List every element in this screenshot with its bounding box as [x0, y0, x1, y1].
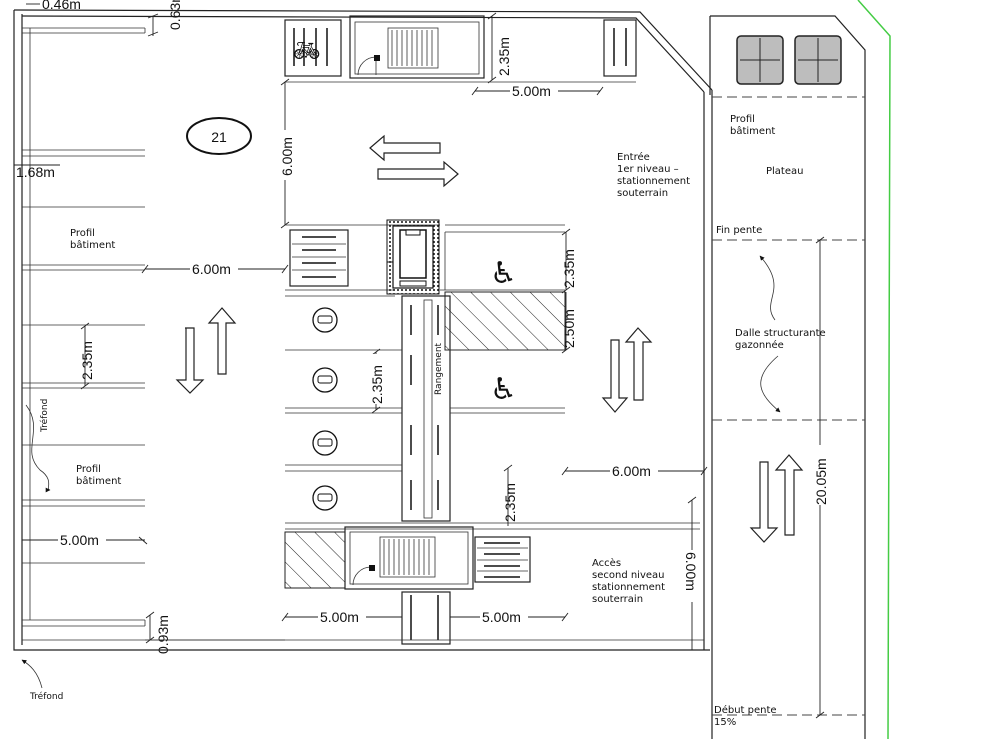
svg-text:gazonnée: gazonnée: [735, 339, 784, 351]
trefond-label-1: Tréfond: [39, 399, 50, 433]
ev-charger-icon: [312, 485, 338, 511]
dim-right-vertical: 6.00m: [683, 496, 700, 650]
dalle-label: Dalle structurante gazonnée: [735, 255, 826, 413]
dim-bottom-offset-label: 0.93m: [155, 615, 171, 654]
dim-stair-length: 5.00m: [471, 83, 604, 99]
ramp-zone: [712, 35, 865, 716]
wheelchair-icon: ♿︎: [490, 373, 517, 406]
dim-left-length: 5.00m: [22, 531, 148, 548]
fin-pente-label: Fin pente: [716, 225, 762, 236]
dim-bottom-bay-label: 2.35m: [502, 483, 518, 522]
ev-charger-icon: [312, 307, 338, 333]
ramp-traffic-arrows: [749, 454, 804, 543]
svg-text:Dalle structurante: Dalle structurante: [735, 328, 826, 339]
profil-label-2a: Profil: [76, 464, 101, 475]
top-traffic-arrows: [369, 134, 459, 188]
profil-label-3b: bâtiment: [730, 125, 775, 137]
dim-pmr-2: 2.50m: [561, 292, 577, 354]
dim-stair-width-label: 2.35m: [496, 37, 512, 76]
dim-top-left-label: 0.46m: [42, 0, 81, 12]
svg-text:Accès: Accès: [592, 557, 621, 569]
ev-charging-bays: [285, 307, 700, 530]
dim-left-bay: 2.35m: [79, 322, 95, 390]
acces-label: Accès second niveau stationnement souter…: [592, 557, 665, 605]
dim-right-vertical-label: 6.00m: [683, 552, 699, 591]
space-number: 21: [186, 117, 252, 155]
profil-label-1a: Profil: [70, 228, 95, 239]
profil-label-1b: bâtiment: [70, 239, 115, 251]
bike-icons-top: [293, 28, 627, 66]
dim-left-bay-label: 2.35m: [79, 341, 95, 380]
outer-walls: [13, 0, 891, 739]
dim-pmr-1-label: 2.35m: [561, 249, 577, 288]
trefond-bottom: Tréfond: [21, 659, 63, 702]
trefond-mid: Tréfond: [25, 399, 51, 493]
dim-left-width: 1.68m: [14, 164, 60, 180]
dim-right-aisle: 6.00m: [561, 463, 708, 479]
dim-left-length-label: 5.00m: [60, 532, 99, 548]
dim-pmr-2-label: 2.50m: [561, 309, 577, 348]
dim-right-aisle-label: 6.00m: [612, 463, 651, 479]
space-number-label: 21: [211, 129, 227, 145]
left-parking-bays: [22, 27, 146, 627]
rangement-label: Rangement: [434, 342, 444, 395]
svg-text:souterrain: souterrain: [592, 594, 643, 605]
entree-label: Entrée 1er niveau – stationnement souter…: [617, 151, 690, 199]
dim-ramp-length-label: 20.05m: [813, 458, 829, 505]
svg-text:souterrain: souterrain: [617, 188, 668, 199]
dim-stair-width: 2.35m: [487, 12, 512, 84]
storage-corridor: Rangement: [401, 295, 451, 640]
dim-bottom-offset: 0.93m: [145, 611, 171, 654]
pente-pct-label: 15%: [714, 717, 736, 728]
dim-center-left-aisle-label: 6.00m: [192, 261, 231, 277]
profil-label-2b: bâtiment: [76, 475, 121, 487]
bike-rack-center: [289, 229, 349, 287]
dim-bottom-left-length: 5.00m: [281, 609, 402, 625]
dim-top-offset: 0.63m: [147, 0, 183, 37]
dim-aisle-top: 6.00m: [278, 78, 295, 229]
dim-pmr-1: 2.35m: [561, 228, 577, 294]
pmr-bays: ♿︎ ♿︎: [440, 224, 566, 414]
dim-center-left-aisle: 6.00m: [141, 261, 289, 277]
dim-mid-bay: 2.35m: [368, 348, 385, 414]
trefond-label-2: Tréfond: [29, 691, 63, 702]
dim-top-left: 0.46m: [26, 0, 81, 12]
dim-ramp-length: 20.05m: [812, 236, 829, 719]
svg-text:stationnement: stationnement: [617, 176, 690, 187]
top-stair-block: [349, 15, 485, 79]
bottom-stair-block: [284, 526, 474, 590]
center-right-traffic-arrows: [601, 327, 653, 413]
dim-stair-length-label: 5.00m: [512, 83, 551, 99]
dim-left-width-label: 1.68m: [16, 164, 55, 180]
left-traffic-arrows: [175, 307, 237, 394]
bike-rack-bottom: [474, 536, 531, 583]
ev-charger-icon: [312, 430, 338, 456]
svg-text:1er niveau –: 1er niveau –: [617, 164, 679, 175]
dim-top-offset-label: 0.63m: [167, 0, 183, 30]
dim-bottom-right-length: 5.00m: [450, 609, 569, 625]
plateau-label: Plateau: [766, 166, 803, 177]
dim-mid-bay-label: 2.35m: [369, 365, 385, 404]
dim-bottom-right-length-label: 5.00m: [482, 609, 521, 625]
svg-text:second niveau: second niveau: [592, 570, 665, 581]
wheelchair-icon: ♿︎: [490, 257, 517, 290]
dim-bottom-left-length-label: 5.00m: [320, 609, 359, 625]
ev-charger-icon: [312, 367, 338, 393]
debut-pente-label: Début pente: [714, 704, 777, 716]
dim-bottom-bay: 2.35m: [502, 464, 518, 526]
elevator: [386, 219, 440, 295]
svg-text:Entrée: Entrée: [617, 151, 650, 163]
svg-text:stationnement: stationnement: [592, 582, 665, 593]
dim-aisle-top-label: 6.00m: [279, 137, 295, 176]
profil-label-3a: Profil: [730, 114, 755, 125]
bike-rack-top-right: [603, 19, 637, 77]
